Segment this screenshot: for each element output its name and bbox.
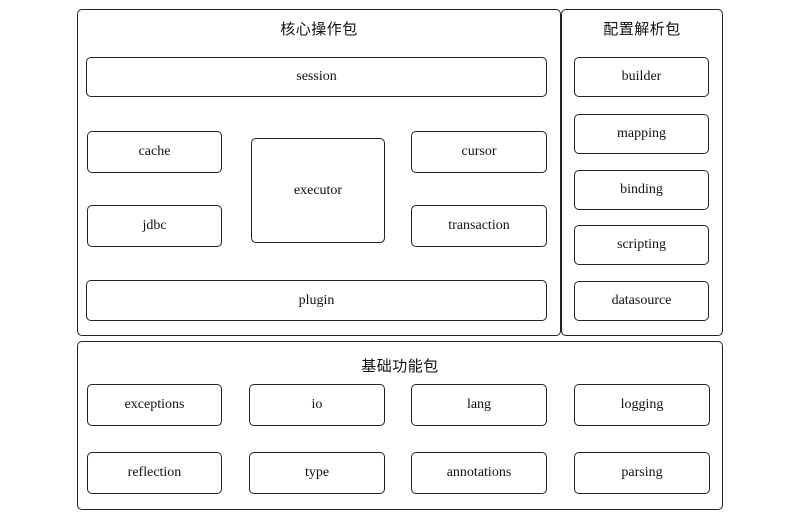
exceptions-box: exceptions [87, 384, 222, 426]
cursor-box: cursor [411, 131, 547, 173]
reflection-box: reflection [87, 452, 222, 494]
mapping-box: mapping [574, 114, 709, 154]
core-package-title: 核心操作包 [280, 20, 358, 38]
io-box: io [249, 384, 385, 426]
lang-box: lang [411, 384, 547, 426]
session-box: session [86, 57, 547, 97]
transaction-box: transaction [411, 205, 547, 247]
logging-box: logging [574, 384, 710, 426]
binding-box: binding [574, 170, 709, 210]
config-package-title: 配置解析包 [603, 20, 681, 38]
base-package-title: 基础功能包 [361, 357, 439, 375]
executor-box: executor [251, 138, 385, 243]
cache-box: cache [87, 131, 222, 173]
builder-box: builder [574, 57, 709, 97]
parsing-box: parsing [574, 452, 710, 494]
datasource-box: datasource [574, 281, 709, 321]
scripting-box: scripting [574, 225, 709, 265]
type-box: type [249, 452, 385, 494]
plugin-box: plugin [86, 280, 547, 321]
annotations-box: annotations [411, 452, 547, 494]
jdbc-box: jdbc [87, 205, 222, 247]
